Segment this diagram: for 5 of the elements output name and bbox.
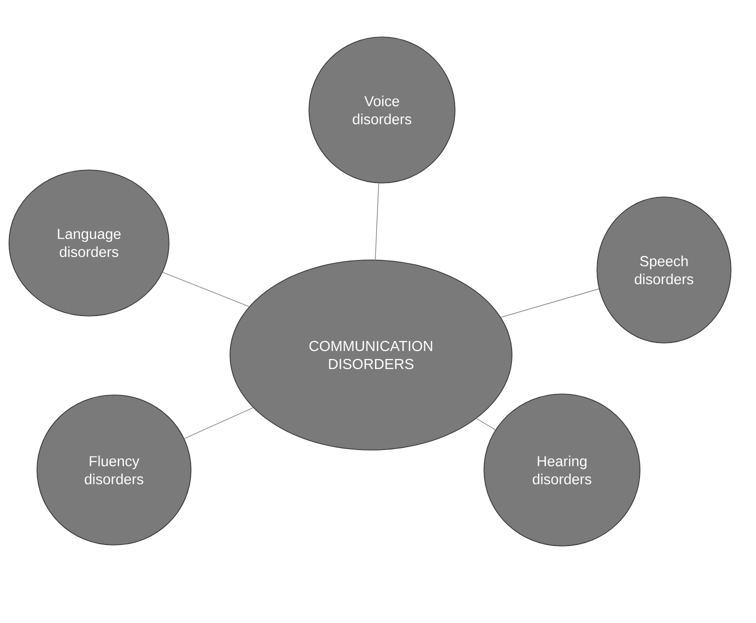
connector-line [162,272,250,307]
connector-line [476,418,496,430]
connector-line [184,407,254,439]
connector-line [374,182,380,260]
connector-line [500,288,600,318]
